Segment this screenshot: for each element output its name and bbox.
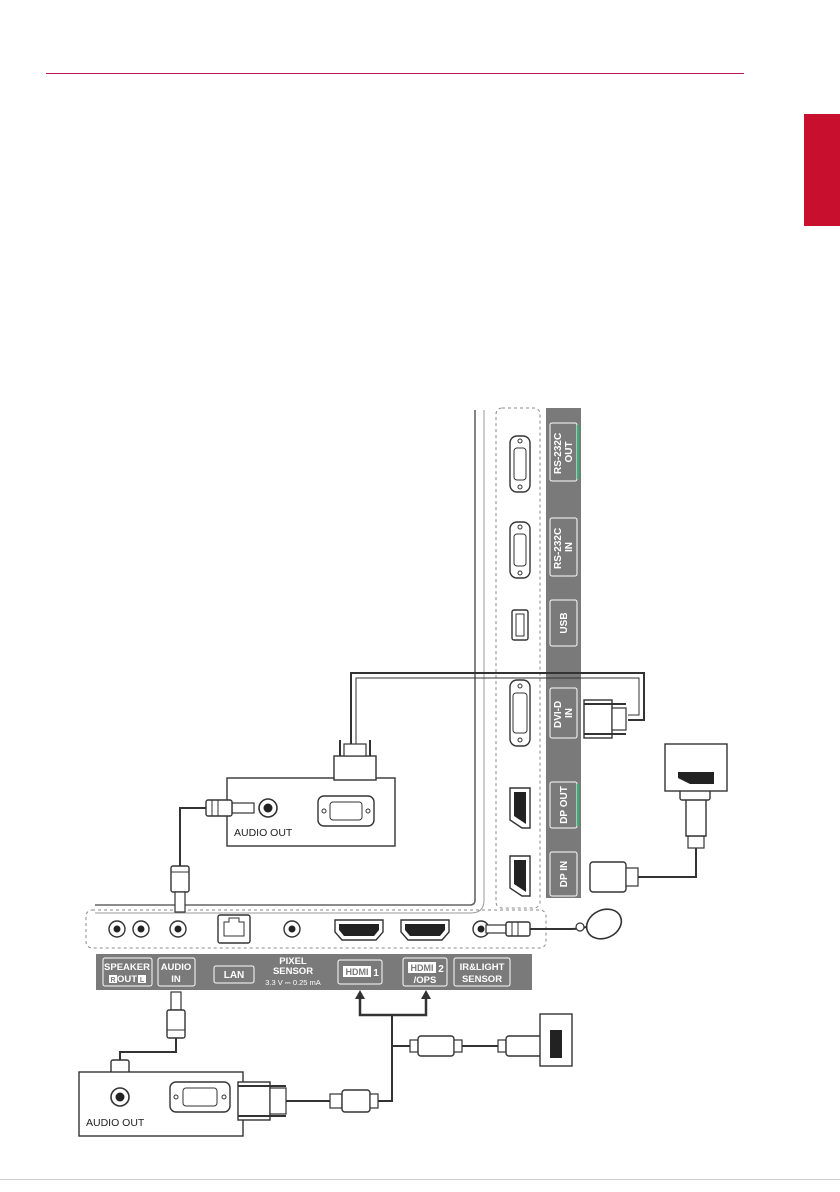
label-lan-text: LAN: [224, 970, 245, 981]
hdmi2-sub: /OPS: [414, 975, 437, 986]
label-rs232c-out-line1: RS-232C: [553, 433, 564, 474]
label-audio-in-line1: AUDIO: [161, 962, 192, 973]
dp-device: [665, 744, 727, 791]
label-dp-in-text: DP IN: [559, 861, 570, 888]
hdmi1-number: 1: [373, 968, 379, 979]
hdmi2-logo: HDMI: [411, 963, 434, 973]
label-ir-line1: IR&LIGHT: [460, 962, 505, 973]
label-pixel-line2: SENSOR: [273, 966, 313, 977]
usb-port: [512, 610, 528, 640]
label-speaker-r: R: [110, 977, 115, 984]
label-usb-text: USB: [559, 612, 570, 633]
dvi-hdmi-cable: [238, 990, 552, 1120]
label-speaker-out: SPEAKER R OUT L: [103, 958, 152, 986]
hdmi1-logo: HDMI: [346, 967, 369, 977]
label-rs232c-in-line2: IN: [564, 542, 575, 552]
label-dvid-line1: DVI-D: [553, 701, 564, 728]
speaker-l-jack: [133, 921, 149, 937]
speaker-r-jack: [109, 921, 125, 937]
upper-audio-out-label: AUDIO OUT: [234, 827, 293, 839]
hdmi2-number: 2: [438, 964, 444, 975]
lower-audio-out-label: AUDIO OUT: [86, 1117, 145, 1129]
dp-cable: [590, 784, 710, 892]
label-dvid-line2: IN: [564, 708, 575, 718]
dvi-port: [510, 680, 530, 746]
label-ir-sensor: IR&LIGHT SENSOR: [454, 958, 510, 986]
label-audio-in-line2: IN: [171, 974, 181, 985]
label-speaker-line1: SPEAKER: [104, 962, 150, 973]
hdmi1-port: [335, 920, 383, 940]
rs232c-out-port: [510, 436, 530, 492]
hdmi-source-device: [540, 1014, 572, 1066]
pixel-sensor-jack: [284, 921, 300, 937]
label-pixel-spec: 3.3 V ⎓ 0.25 mA: [265, 978, 321, 987]
lower-av-device: AUDIO OUT: [79, 1072, 243, 1136]
dp-in-port: [510, 856, 530, 896]
label-ir-line2: SENSOR: [462, 974, 502, 985]
label-speaker-line2: OUT: [117, 974, 137, 985]
label-dp-out-text: DP OUT: [559, 786, 570, 824]
audio-in-jack: [170, 921, 186, 937]
dp-out-port: [510, 788, 530, 828]
dvi-cable: [334, 673, 644, 780]
label-rs232c-in-line1: RS-232C: [553, 528, 564, 569]
rs232c-in-port: [510, 522, 530, 578]
label-rs232c-out-line2: OUT: [564, 441, 575, 462]
label-speaker-l: L: [140, 977, 145, 984]
hdmi2-port: [401, 920, 449, 940]
lan-port: [218, 915, 250, 943]
